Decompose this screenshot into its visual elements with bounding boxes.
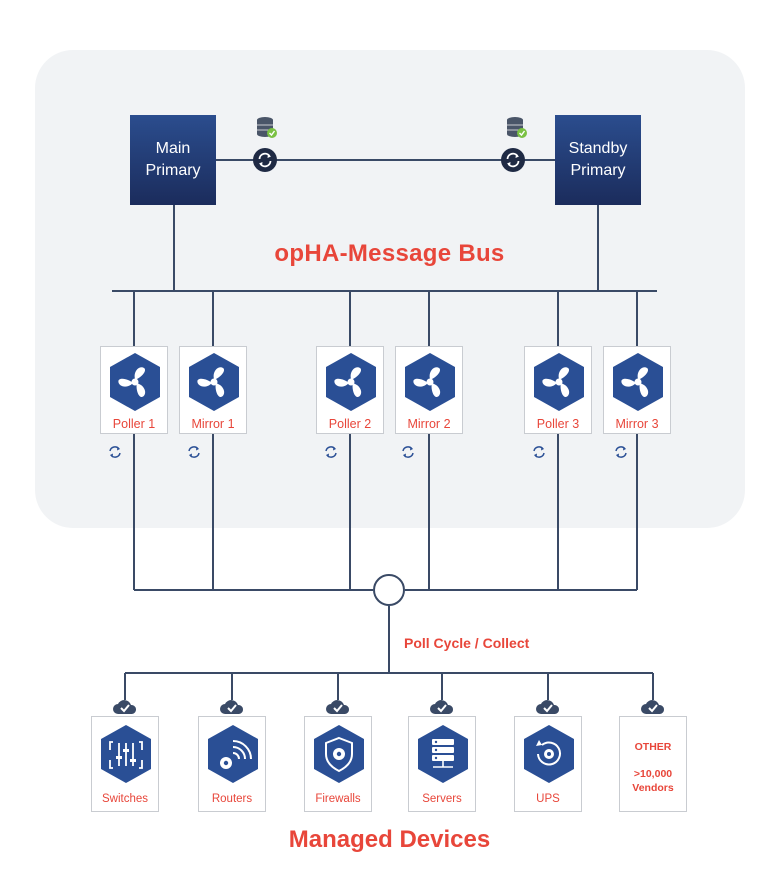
fan-icon	[534, 353, 584, 411]
fan-icon	[613, 353, 663, 411]
replication-sync-icon	[253, 148, 277, 172]
node-mirror-2: Mirror 2	[395, 346, 463, 434]
other-label: OTHER	[634, 741, 672, 753]
standby-primary-line2: Primary	[570, 162, 626, 179]
other-detail: >10,000 Vendors	[620, 767, 686, 795]
node-mirror-3: Mirror 3	[603, 346, 671, 434]
standby-primary-server: Standby Primary	[555, 115, 641, 205]
fan-icon	[405, 353, 455, 411]
device-label: Switches	[101, 793, 149, 805]
sync-icon	[325, 446, 337, 458]
device-switches: Switches	[91, 716, 159, 812]
standby-primary-line1: Standby	[568, 140, 628, 157]
sync-icon	[402, 446, 414, 458]
router-icon	[208, 725, 258, 783]
other-detail-line1: >10,000	[633, 768, 673, 780]
cloud-check-icon	[430, 700, 454, 714]
cloud-check-icon	[536, 700, 560, 714]
fan-icon	[110, 353, 160, 411]
sync-icon	[188, 446, 200, 458]
database-sync-icon	[507, 117, 527, 138]
replication-sync-icon	[501, 148, 525, 172]
ups-icon	[524, 725, 574, 783]
device-servers: Servers	[408, 716, 476, 812]
main-primary-server: Main Primary	[130, 115, 216, 205]
node-poller-3: Poller 3	[524, 346, 592, 434]
cloud-check-icon	[220, 700, 244, 714]
node-poller-1: Poller 1	[100, 346, 168, 434]
fan-icon	[326, 353, 376, 411]
fan-icon	[189, 353, 239, 411]
node-label: Mirror 3	[615, 417, 659, 431]
node-label: Poller 2	[328, 417, 372, 431]
managed-devices-title: Managed Devices	[288, 826, 491, 853]
node-label: Mirror 2	[407, 417, 451, 431]
node-mirror-1: Mirror 1	[179, 346, 247, 434]
node-label: Mirror 1	[191, 417, 235, 431]
other-detail-line2: Vendors	[632, 782, 674, 794]
device-label: UPS	[536, 793, 560, 805]
cloud-check-icon	[113, 700, 137, 714]
main-primary-line2: Primary	[145, 162, 201, 179]
device-label: Servers	[422, 793, 462, 805]
device-label: Routers	[211, 793, 253, 805]
cloud-check-icon	[641, 700, 665, 714]
database-sync-icon	[257, 117, 277, 138]
node-label: Poller 1	[112, 417, 156, 431]
sync-icon	[615, 446, 627, 458]
firewall-icon	[314, 725, 364, 783]
device-firewalls: Firewalls	[304, 716, 372, 812]
sync-icon	[533, 446, 545, 458]
poll-cycle-label: Poll Cycle / Collect	[404, 635, 530, 651]
switches-icon	[101, 725, 151, 783]
device-other: OTHER >10,000 Vendors	[619, 716, 687, 812]
node-poller-2: Poller 2	[316, 346, 384, 434]
main-primary-line1: Main	[155, 140, 191, 157]
cloud-check-icon	[326, 700, 350, 714]
node-label: Poller 3	[536, 417, 580, 431]
server-icon	[418, 725, 468, 783]
sync-icon	[109, 446, 121, 458]
collector-hub	[373, 574, 405, 606]
device-label: Firewalls	[315, 793, 361, 805]
device-ups: UPS	[514, 716, 582, 812]
device-routers: Routers	[198, 716, 266, 812]
message-bus-title: opHA-Message Bus	[274, 240, 505, 267]
